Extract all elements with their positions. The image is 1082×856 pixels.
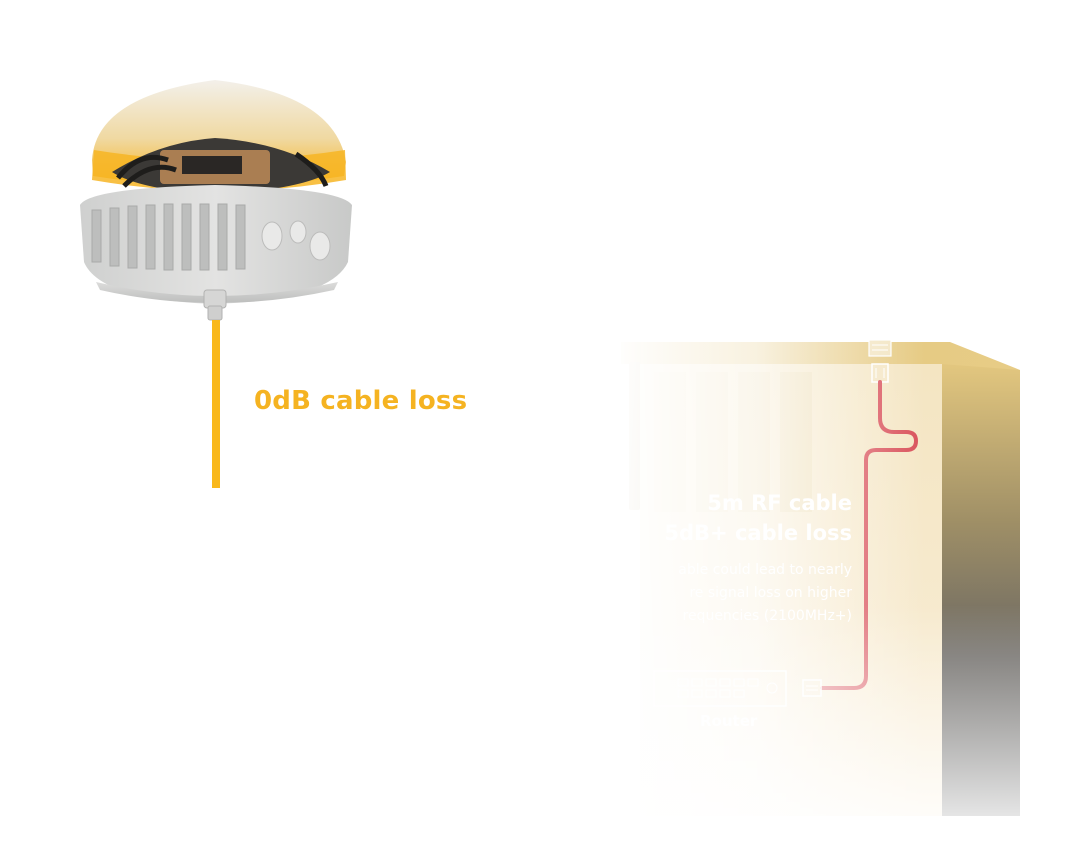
description-line-2: re signal loss on higher: [689, 585, 852, 601]
rf-cable-title-line1: 5m RF cable: [707, 491, 852, 515]
description-line-3: requencies (2100MHz+): [682, 608, 853, 624]
rf-cable-title-line2: 5dB+ cable loss: [664, 521, 852, 545]
cable-loss-label: 0dB cable loss: [254, 386, 468, 416]
rf-cable-title: 5m RF cable 5dB+ cable loss: [664, 488, 852, 548]
description-line-1: able could lead to nearly: [678, 562, 852, 578]
router-label: Router: [700, 712, 758, 730]
building-illustration: [610, 330, 1030, 830]
rf-cable-description: able could lead to nearly re signal loss…: [678, 559, 852, 628]
antenna-device: [80, 80, 352, 321]
